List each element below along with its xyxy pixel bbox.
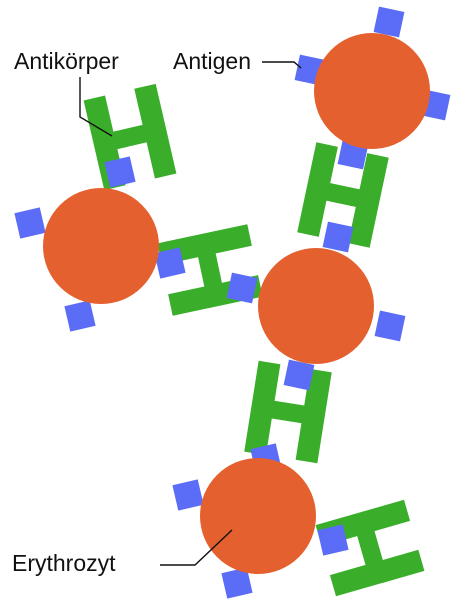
antigen <box>323 222 354 253</box>
label-antigen: Antigen <box>173 48 251 74</box>
antigen <box>64 300 95 331</box>
leader-antigen <box>262 62 301 68</box>
antigen <box>375 311 406 342</box>
erythrocyte <box>258 248 374 364</box>
antigen <box>284 360 315 391</box>
label-erythrozyt: Erythrozyt <box>12 550 116 576</box>
label-antikoerper: Antikörper <box>14 48 119 74</box>
erythrocyte <box>314 33 430 149</box>
erythrocyte <box>43 188 159 304</box>
antigen <box>172 479 203 510</box>
erythrocyte <box>200 458 316 574</box>
antigen <box>227 273 258 304</box>
antigen <box>374 7 405 38</box>
antigen <box>14 207 45 238</box>
